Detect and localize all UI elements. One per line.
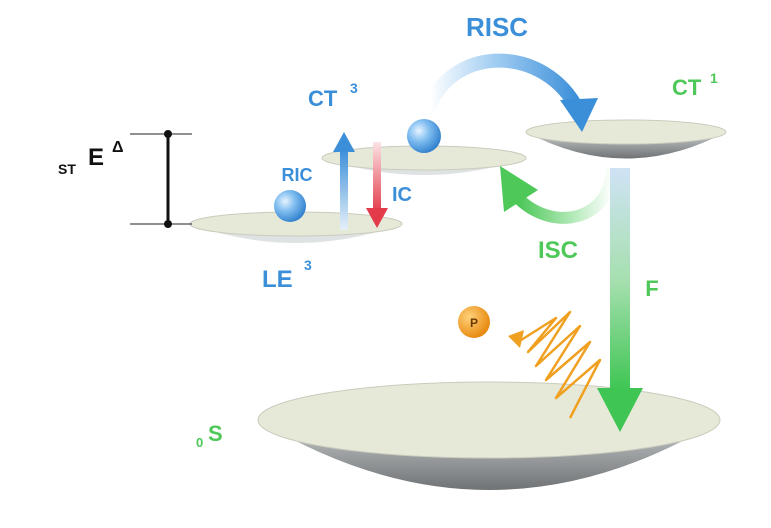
ct1-superscript: 1 (710, 70, 718, 86)
risc-label: RISC (466, 12, 528, 42)
est-label: E (88, 144, 104, 171)
p-badge (458, 306, 490, 338)
le3-superscript: 3 (304, 257, 312, 273)
s0-level-dish (257, 381, 721, 490)
delta-symbol: Δ (112, 139, 124, 156)
ct1-level-dish (525, 119, 727, 159)
isc-arrow (500, 166, 618, 224)
ct1-label: CT (672, 75, 702, 100)
ic-label: IC (392, 184, 412, 206)
p-label: P (470, 316, 478, 330)
s0-label: S (208, 421, 223, 446)
ric-arrow (333, 132, 355, 230)
ct3-label: CT (308, 86, 338, 111)
ric-label: RIC (282, 165, 313, 185)
le3-label: LE (262, 266, 293, 293)
s0-subscript: 0 (196, 435, 203, 450)
f-label: F (645, 276, 658, 301)
fluorescence-arrow (597, 168, 643, 432)
le3-level-dish (189, 211, 403, 243)
ct3-electron-sphere (407, 119, 441, 153)
delta-est-bracket (130, 130, 192, 228)
est-subscript: ST (58, 161, 76, 177)
isc-label: ISC (538, 237, 578, 264)
ic-arrow (366, 142, 388, 228)
le3-electron-sphere (274, 190, 306, 222)
ct3-superscript: 3 (350, 80, 358, 96)
phosphorescence-wave (508, 310, 602, 419)
risc-arrow (423, 53, 598, 132)
